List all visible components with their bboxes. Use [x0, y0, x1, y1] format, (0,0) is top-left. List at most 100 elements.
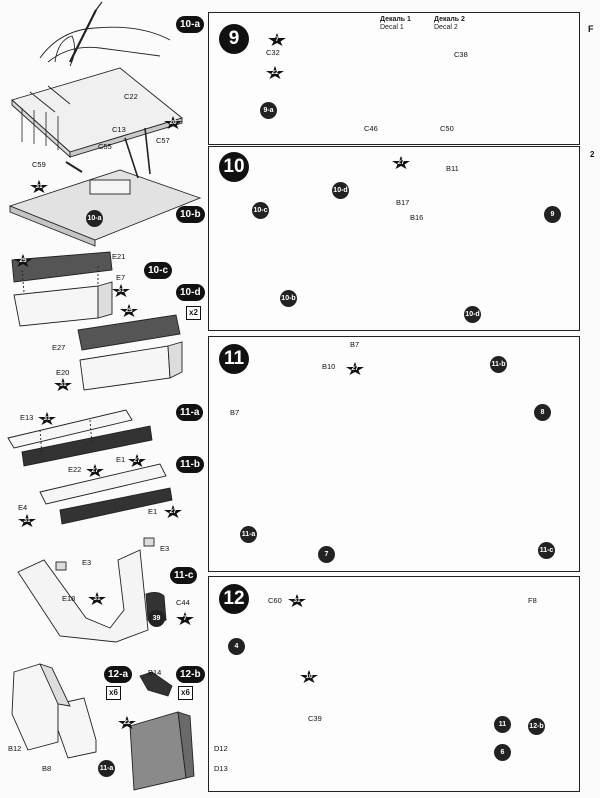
substep-10a: 10-a	[176, 16, 205, 33]
ref-10c: 10-c	[252, 202, 269, 219]
paint-ref-39: 39	[148, 610, 165, 627]
part-label-e21: E21	[112, 252, 126, 261]
decal-1-ru: Декаль 1	[380, 16, 411, 23]
ref-step11: 11	[494, 716, 511, 733]
substep-10d: 10-d	[176, 284, 205, 301]
ref-11a: 11-a	[98, 760, 115, 777]
part-label-c13: C13	[112, 125, 126, 134]
part-label-c44: C44	[176, 598, 190, 607]
paint-star-31-d: 31	[38, 412, 56, 425]
box-10c	[11, 251, 113, 327]
part-label-e18: E18	[62, 594, 76, 603]
part-label-e4: E4	[18, 503, 28, 512]
part-label-b8: B8	[42, 764, 52, 773]
c22-plate	[11, 67, 183, 159]
paint-star-31-b: 31	[112, 284, 130, 297]
substep-11a: 11-a	[176, 404, 204, 421]
part-label-c32: C32	[266, 48, 280, 57]
paint-star-27-c: 27	[164, 505, 182, 518]
ref-11a-s11: 11-a	[240, 526, 257, 543]
ref-10d-b: 10-d	[464, 306, 481, 323]
part-label-c55: C55	[98, 142, 112, 151]
jerrycans-12a	[11, 663, 97, 759]
part-label-b7-a: B7	[350, 340, 360, 349]
hand-knife-drawing	[39, 1, 171, 67]
paint-star-25-b: 25	[120, 304, 138, 317]
part-label-c50: C50	[440, 124, 454, 133]
step-number-9: 9	[219, 24, 249, 54]
strip-11b	[39, 463, 173, 525]
substep-11b: 11-b	[176, 456, 205, 473]
paint-star-27-d: 27	[392, 156, 410, 169]
paint-star-31-c: 31	[54, 378, 72, 391]
part-label-e27: E27	[52, 343, 66, 352]
step-number-11: 11	[219, 344, 249, 374]
substep-10c: 10-c	[144, 262, 173, 279]
step-number-12: 12	[219, 584, 249, 614]
part-label-c39: C39	[308, 714, 322, 723]
substep-11c: 11-c	[170, 567, 198, 584]
cut-arrows	[21, 108, 59, 150]
frame-11c	[17, 537, 167, 643]
substep-12a: 12-a	[104, 666, 133, 683]
edge-fragment-top: F	[588, 24, 594, 34]
paint-star-27-a: 27	[86, 464, 104, 477]
step-12-panel	[208, 576, 580, 792]
part-label-c59: C59	[32, 160, 46, 169]
base-plate-10b	[8, 127, 202, 247]
ref-step6: 6	[494, 744, 511, 761]
part-label-c46: C46	[364, 124, 378, 133]
paint-star-20: 20	[164, 116, 182, 129]
part-label-e22: E22	[68, 465, 82, 474]
ref-10d-a: 10-d	[332, 182, 349, 199]
part-label-e20: E20	[56, 368, 70, 377]
multiplier-x2: x2	[186, 306, 201, 320]
part-label-b12: B12	[8, 744, 22, 753]
part-label-b7-b: B7	[230, 408, 240, 417]
decal-2-ru: Декаль 2	[434, 16, 465, 23]
paint-star-10: 10	[300, 670, 318, 683]
part-label-b16: B16	[410, 213, 424, 222]
paint-star-7-a: 7	[176, 612, 194, 625]
ref-10a: 10-a	[86, 210, 103, 227]
part-label-c38: C38	[454, 50, 468, 59]
part-label-c22: C22	[124, 92, 138, 101]
part-label-e7: E7	[116, 273, 126, 282]
paint-star-27-b: 27	[128, 454, 146, 467]
part-label-e1-b: E1	[148, 507, 158, 516]
multiplier-x6-a: x6	[106, 686, 121, 700]
strip-11a	[7, 409, 153, 467]
edge-fragment-mid: 2	[590, 150, 595, 159]
part-label-b17: B17	[396, 198, 410, 207]
part-label-c57: C57	[156, 136, 170, 145]
ref-11c: 11-c	[538, 542, 555, 559]
part-label-e3-b: E3	[160, 544, 170, 553]
jerrycan-12b	[129, 671, 195, 791]
ref-step4: 4	[228, 638, 245, 655]
part-label-b10: B10	[322, 362, 336, 371]
part-label-d13: D13	[214, 764, 228, 773]
part-label-f8: F8	[528, 596, 537, 605]
ref-step9: 9	[544, 206, 561, 223]
ref-10b: 10-b	[280, 290, 297, 307]
step-number-10: 10	[219, 152, 249, 182]
ref-step8: 8	[534, 404, 551, 421]
step-10-panel	[208, 146, 580, 331]
paint-star-31-a: 31	[30, 180, 48, 193]
part-label-e1-a: E1	[116, 455, 126, 464]
paint-star-27-e: 27	[346, 362, 364, 375]
ref-12b: 12-b	[528, 718, 545, 735]
part-label-e3-a: E3	[82, 558, 92, 567]
substep-10b: 10-b	[176, 206, 205, 223]
paint-star-22-a: 22	[118, 716, 136, 729]
decal-2-en: Decal 2	[434, 24, 458, 31]
step-11-panel	[208, 336, 580, 572]
paint-star-7-b: 7	[268, 33, 286, 46]
ref-step7: 7	[318, 546, 335, 563]
paint-star-25-a: 25	[14, 254, 32, 267]
part-label-d12: D12	[214, 744, 228, 753]
paint-star-22-b: 22	[266, 66, 284, 79]
decal-1-en: Decal 1	[380, 24, 404, 31]
